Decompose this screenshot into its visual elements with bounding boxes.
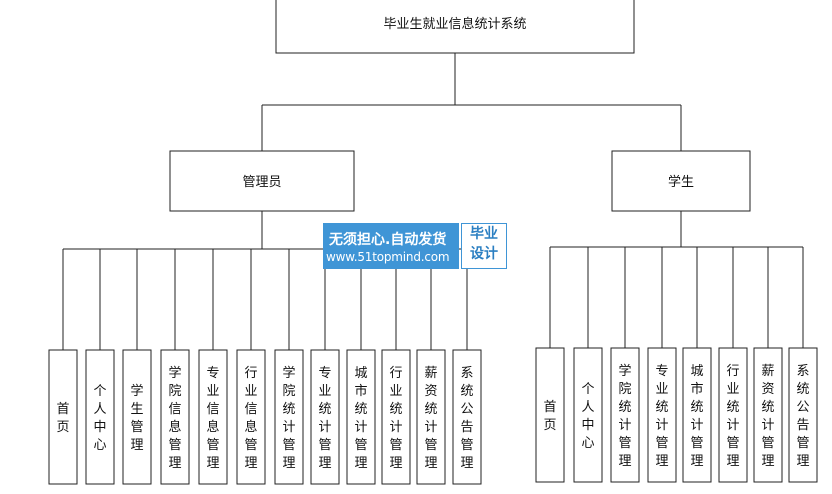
student-title: 学生 <box>668 174 694 190</box>
admin-leaf-node: 专业信息管理 <box>198 349 228 485</box>
admin-leaf-label: 行业信息管理 <box>244 366 257 471</box>
admin-leaf-label: 专业统计管理 <box>318 366 331 471</box>
admin-title: 管理员 <box>242 175 281 190</box>
admin-leaf-node: 行业信息管理 <box>236 349 266 485</box>
student-branch <box>549 211 804 348</box>
admin-leaf-label: 系统公告管理 <box>460 366 473 471</box>
admin-leaf-box <box>236 349 266 485</box>
admin-leaf-box <box>346 349 376 485</box>
admin-leaf-node: 学生管理 <box>122 349 152 485</box>
admin-leaf-label: 学院统计管理 <box>282 365 295 471</box>
admin-leaf-box <box>452 349 482 485</box>
student-leaf-label: 学院统计管理 <box>618 363 631 469</box>
root-connectors <box>261 53 682 151</box>
admin-leaf-node: 专业统计管理 <box>310 349 340 485</box>
admin-leaf-node: 城市统计管理 <box>346 349 376 485</box>
admin-leaf-label: 个人中心 <box>93 384 106 453</box>
admin-leaf-label: 城市统计管理 <box>354 366 367 471</box>
admin-leaf-box <box>160 349 190 485</box>
admin-leaf-box <box>416 349 446 485</box>
student-leaf-box <box>718 347 748 483</box>
student-leaf-box <box>610 347 640 483</box>
watermark-badge-line2: 设计 <box>470 246 498 262</box>
student-leaves: 首页 个人中心 学院统计管理 专业统计管理 城市统计管理 行业统计管理 薪资统计管理 系统公告… <box>535 347 818 483</box>
admin-leaf-box <box>85 349 115 485</box>
watermark: 无须担心.自动发货 www.51topmind.com 毕业 设计 <box>323 223 507 269</box>
admin-leaf-box <box>122 349 152 485</box>
admin-leaf-box <box>381 349 411 485</box>
student-leaf-label: 城市统计管理 <box>690 364 703 469</box>
student-leaf-node: 学院统计管理 <box>610 347 640 483</box>
student-leaf-box <box>788 347 818 483</box>
watermark-line2: www.51topmind.com <box>326 250 450 264</box>
watermark-badge: 毕业 设计 <box>461 223 507 269</box>
student-leaf-node: 首页 <box>535 347 565 483</box>
admin-leaf-node: 首页 <box>48 349 78 485</box>
student-leaf-label: 薪资统计管理 <box>761 364 774 469</box>
admin-leaf-node: 系统公告管理 <box>452 349 482 485</box>
admin-leaf-node: 学院统计管理 <box>274 349 304 485</box>
admin-leaf-label: 专业信息管理 <box>206 366 219 471</box>
student-leaf-node: 个人中心 <box>573 347 603 483</box>
student-leaf-box <box>753 347 783 483</box>
watermark-line1: 无须担心.自动发货 <box>329 232 447 248</box>
admin-leaf-box <box>310 349 340 485</box>
admin-leaf-label: 首页 <box>56 402 69 435</box>
admin-leaf-node: 薪资统计管理 <box>416 349 446 485</box>
student-leaf-label: 首页 <box>543 400 556 433</box>
student-leaf-label: 行业统计管理 <box>726 364 739 469</box>
admin-branch <box>62 211 468 350</box>
student-leaf-box <box>682 347 712 483</box>
student-leaf-label: 个人中心 <box>581 382 594 451</box>
student-leaf-node: 系统公告管理 <box>788 347 818 483</box>
student-leaf-node: 行业统计管理 <box>718 347 748 483</box>
admin-leaf-box <box>198 349 228 485</box>
root-node: 毕业生就业信息统计系统 <box>275 0 635 54</box>
admin-leaf-box <box>274 349 304 485</box>
admin-leaf-node: 学院信息管理 <box>160 349 190 485</box>
root-title: 毕业生就业信息统计系统 <box>383 16 526 32</box>
admin-leaf-node: 行业统计管理 <box>381 349 411 485</box>
admin-leaf-label: 行业统计管理 <box>389 366 402 471</box>
student-leaf-node: 专业统计管理 <box>647 347 677 483</box>
student-leaf-label: 系统公告管理 <box>796 364 809 469</box>
student-leaf-box <box>573 347 603 483</box>
student-node: 学生 <box>611 150 751 212</box>
admin-leaves: 首页 个人中心 学生管理 学院信息管理 专业信息管理 行业信息管理 学院统计管理 专业统计管理… <box>48 349 482 485</box>
student-leaf-node: 薪资统计管理 <box>753 347 783 483</box>
student-leaf-box <box>535 347 565 483</box>
admin-leaf-label: 学院信息管理 <box>168 365 181 471</box>
student-leaf-box <box>647 347 677 483</box>
admin-leaf-node: 个人中心 <box>85 349 115 485</box>
student-leaf-label: 专业统计管理 <box>655 364 668 469</box>
admin-leaf-box <box>48 349 78 485</box>
watermark-banner: 无须担心.自动发货 www.51topmind.com <box>323 223 459 269</box>
watermark-badge-line1: 毕业 <box>470 226 498 242</box>
admin-node: 管理员 <box>169 150 355 212</box>
student-leaf-node: 城市统计管理 <box>682 347 712 483</box>
admin-leaf-label: 薪资统计管理 <box>424 366 437 471</box>
admin-leaf-label: 学生管理 <box>130 383 143 453</box>
